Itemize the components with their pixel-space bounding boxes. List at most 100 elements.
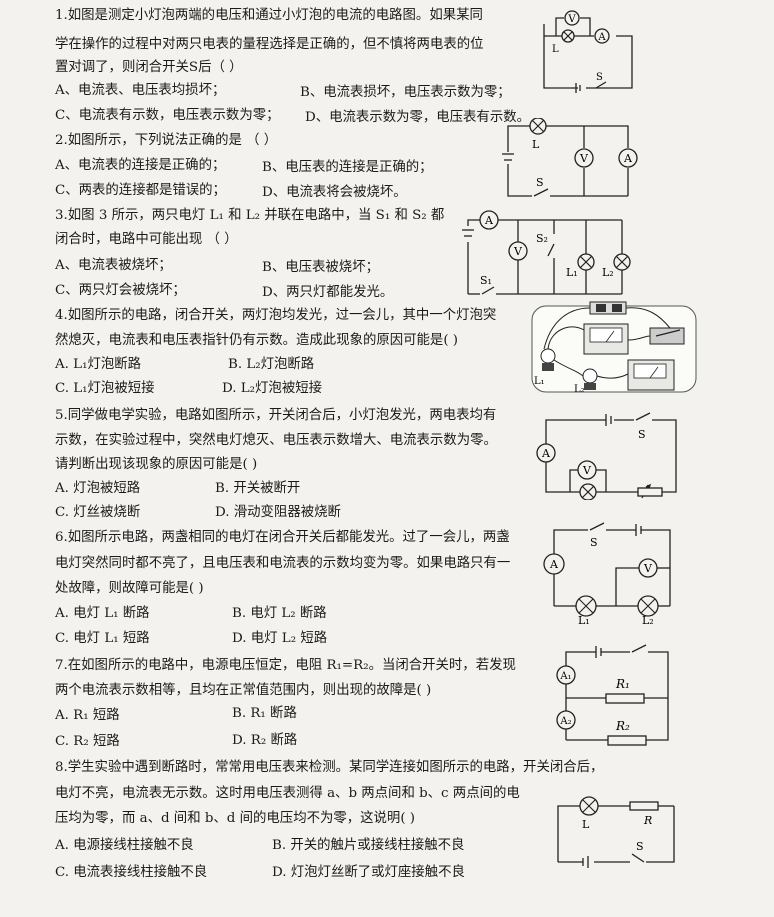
voltmeter-icon — [564, 10, 580, 26]
q8-option-c: C. 电流表接线柱接触不良 — [55, 865, 208, 880]
fig-label-v: V — [579, 152, 589, 165]
q5-option-c: C. 灯丝被烧断 — [55, 505, 141, 520]
ammeter-icon — [594, 28, 610, 44]
fig-label-s: S — [590, 536, 598, 549]
q3-circuit-diagram: A V S₁ S₂ L₁ L₂ — [462, 210, 631, 295]
fig-label-l: L — [532, 138, 540, 151]
fig-label-v: V — [567, 14, 576, 25]
q1-text-line-1: 1.如图是测定小灯泡两端的电压和通过小灯泡的电流的电路图。如果某同 — [55, 8, 483, 23]
voltmeter-icon — [638, 558, 658, 578]
q3-option-d: D、两只灯都能发光。 — [262, 285, 394, 300]
ammeter-icon — [543, 553, 565, 575]
fig-label-l2: L₂ — [574, 384, 585, 395]
q2-option-d: D、电流表将会被烧坏。 — [262, 185, 407, 200]
q8-option-d: D. 灯泡灯丝断了或灯座接触不良 — [272, 865, 465, 880]
fig-label-r: R — [643, 814, 652, 827]
q1-circuit-diagram: V A L S — [543, 10, 633, 93]
resistor-r1-icon — [605, 693, 645, 704]
q2-option-a: A、电流表的连接是正确的； — [55, 158, 226, 173]
ammeter-icon — [479, 210, 499, 230]
fig-label-v: V — [582, 464, 592, 477]
q7-circuit-diagram: A₁ A₂ R₁ R₂ — [556, 644, 669, 746]
q3-option-c: C、两只灯会被烧坏； — [55, 283, 186, 298]
q5-option-a: A. 灯泡被短路 — [55, 481, 141, 496]
fig-label-a: A — [597, 32, 606, 43]
lamp-icon — [540, 348, 556, 364]
rheostat-icon — [637, 487, 663, 497]
q4-text-line-1: 4.如图所示的电路，闭合开关，两灯泡均发光，过一会儿，其中一个灯泡突 — [55, 308, 497, 323]
resistor-r2-icon — [607, 735, 647, 746]
q2-text-line-1: 2.如图所示，下列说法正确的是 （ ） — [55, 133, 278, 148]
q4-option-b: B. L₂灯泡断路 — [228, 357, 315, 372]
fig-label-l1: L₁ — [578, 614, 590, 626]
ammeter-icon — [556, 665, 576, 685]
fig-label-a: A — [623, 152, 633, 165]
q1-option-b: B、电流表损坏，电压表示数为零； — [300, 85, 511, 100]
q6-option-b: B. 电灯 L₂ 断路 — [232, 606, 327, 621]
q4-apparatus-figure: L₁ L₂ — [531, 301, 697, 395]
q6-text-line-3: 处故障，则故障可能是( ) — [55, 581, 204, 596]
fig-label-a: A — [484, 214, 494, 227]
q6-circuit-diagram: A V S L₁ L₂ — [543, 522, 671, 626]
q6-text-line-2: 电灯突然同时都不亮了，且电压表和电流表的示数均变为零。如果电路只有一 — [55, 556, 511, 571]
q1-text-line-3: 置对调了，则闭合开关S后（ ） — [55, 60, 243, 75]
q4-option-d: D. L₂灯泡被短接 — [222, 381, 322, 396]
voltmeter-icon — [574, 148, 594, 168]
q4-text-line-2: 然熄灭，电流表和电压表指针仍有示数。造成此现象的原因可能是( ) — [55, 333, 459, 348]
fig-label-l2: L₂ — [642, 614, 654, 626]
fig-label-a2: A₂ — [559, 716, 571, 727]
q4-option-c: C. L₁灯泡被短接 — [55, 381, 155, 396]
fig-label-s: S — [638, 428, 646, 441]
q3-text-line-2: 闭合时，电路中可能出现 （ ） — [55, 232, 238, 247]
q7-text-line-1: 7.在如图所示的电路中，电源电压恒定，电阻 R₁=R₂。当闭合开关时，若发现 — [55, 658, 516, 673]
q3-option-b: B、电压表被烧坏； — [262, 260, 379, 275]
q8-text-line-1: 8.学生实验中遇到断路时，常常用电压表来检测。某同学连接如图所示的电路，开关闭合… — [55, 760, 604, 775]
fig-label-s: S — [536, 176, 544, 189]
resistor-icon — [629, 801, 659, 811]
q5-option-d: D. 滑动变阻器被烧断 — [215, 505, 341, 520]
q8-option-b: B. 开关的触片或接线柱接触不良 — [272, 838, 465, 853]
q3-text-line-1: 3.如图 3 所示，两只电灯 L₁ 和 L₂ 并联在电路中，当 S₁ 和 S₂ … — [55, 208, 445, 223]
q1-option-d: D、电流表示数为零，电压表有示数。 — [305, 110, 530, 125]
q7-option-c: C. R₂ 短路 — [55, 734, 120, 749]
q2-option-b: B、电压表的连接是正确的； — [262, 160, 433, 175]
q4-option-a: A. L₁灯泡断路 — [55, 357, 142, 372]
fig-label-v: V — [513, 245, 523, 258]
fig-label-s: S — [636, 840, 644, 853]
fig-label-l1: L₁ — [534, 376, 545, 387]
fig-label-a1: A₁ — [559, 671, 571, 682]
q1-option-c: C、电流表有示数，电压表示数为零； — [55, 108, 280, 123]
ammeter-icon — [618, 148, 638, 168]
q7-option-d: D. R₂ 断路 — [232, 733, 298, 748]
q1-option-a: A、电流表、电压表均损坏； — [55, 83, 226, 98]
q8-circuit-diagram: L R S — [557, 796, 675, 868]
q5-text-line-1: 5.同学做电学实验，电路如图所示，开关闭合后，小灯泡发光，两电表均有 — [55, 408, 497, 423]
q5-circuit-diagram: A V S — [536, 412, 677, 500]
fig-label-s1: S₁ — [480, 274, 492, 287]
q5-option-b: B. 开关被断开 — [215, 481, 301, 496]
fig-label-l1: L₁ — [566, 266, 578, 279]
q3-option-a: A、电流表被烧坏； — [55, 258, 172, 273]
q6-option-c: C. 电灯 L₁ 短路 — [55, 631, 150, 646]
q2-circuit-diagram: V A L S — [502, 118, 638, 197]
q2-option-c: C、两表的连接都是错误的； — [55, 183, 226, 198]
q7-option-b: B. R₁ 断路 — [232, 706, 297, 721]
voltmeter-icon — [508, 241, 528, 261]
fig-label-v: V — [643, 562, 653, 575]
fig-label-l: L — [582, 818, 590, 831]
q1-text-line-2: 学在操作的过程中对两只电表的量程选择是正确的，但不慎将两电表的位 — [55, 37, 484, 52]
fig-label-s: S — [596, 72, 603, 83]
q8-text-line-3: 压均为零，而 a、d 间和 b、d 间的电压均不为零，这说明( ) — [55, 811, 416, 826]
fig-label-s2: S₂ — [536, 232, 548, 245]
fig-label-a: A — [549, 558, 559, 571]
fig-label-l2: L₂ — [602, 266, 614, 279]
q6-option-a: A. 电灯 L₁ 断路 — [55, 606, 150, 621]
ammeter-icon — [556, 710, 576, 730]
q5-text-line-2: 示数，在实验过程中，突然电灯熄灭、电压表示数增大、电流表示数为零。 — [55, 433, 497, 448]
q6-text-line-1: 6.如图所示电路，两盏相同的电灯在闭合开关后都能发光。过了一会儿，两盏 — [55, 530, 510, 545]
voltmeter-icon — [577, 460, 597, 480]
q8-option-a: A. 电源接线柱接触不良 — [55, 838, 194, 853]
fig-label-r2: R₂ — [615, 719, 630, 733]
ammeter-icon — [536, 443, 556, 463]
